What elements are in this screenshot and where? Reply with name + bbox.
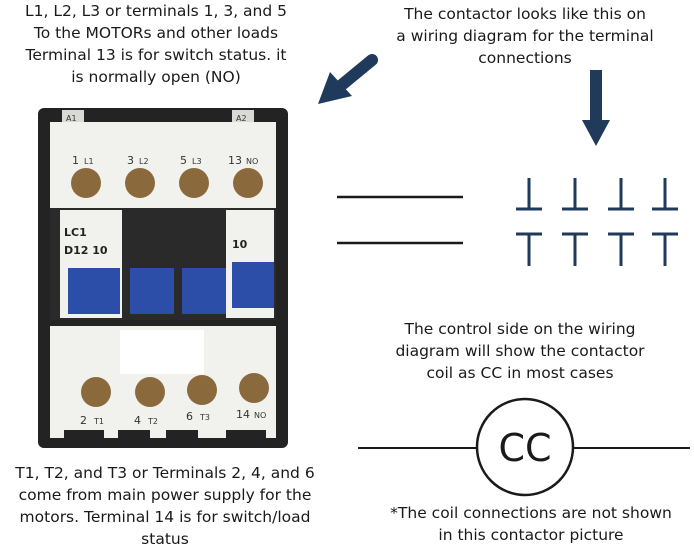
model-label: D12 10 (64, 244, 108, 257)
terminal-sub: NO (246, 157, 258, 166)
annotation-line: motors. Terminal 14 is for switch/load (19, 508, 311, 526)
screw-icon (71, 168, 101, 198)
terminal-number: 14 (236, 408, 250, 421)
terminal-sub: NO (254, 411, 266, 420)
annotation-line: diagram will show the contactor (395, 342, 645, 360)
annotation-line: *The coil connections are not shown (390, 504, 672, 522)
arrow-down-icon (582, 70, 610, 146)
terminal-number: 2 (80, 414, 87, 427)
annotation-line: coil as CC in most cases (426, 364, 614, 382)
contact-symbol (652, 178, 678, 266)
terminal-number: 5 (180, 154, 187, 167)
contact-symbol (562, 178, 588, 266)
screw-icon (239, 373, 269, 403)
terminal-sub: T3 (199, 413, 210, 422)
screw-icon (233, 168, 263, 198)
model-label: LC1 (64, 226, 87, 239)
control-side-annotation: The control side on the wiring diagram w… (370, 318, 670, 384)
screw-icon (81, 377, 111, 407)
annotation-line: come from main power supply for the (18, 486, 312, 504)
bottom-left-annotation: T1, T2, and T3 or Terminals 2, 4, and 6 … (0, 462, 330, 550)
annotation-line: L1, L2, L3 or terminals 1, 3, and 5 (24, 2, 288, 20)
terminal-sub: L1 (84, 157, 94, 166)
annotation-line: connections (478, 49, 572, 67)
terminal-number: 3 (127, 154, 134, 167)
top-right-annotation: The contactor looks like this on a wirin… (395, 3, 655, 69)
screw-icon (135, 377, 165, 407)
terminal-sub: L2 (139, 157, 149, 166)
terminal-number: 1 (72, 154, 79, 167)
contactor-image (38, 108, 288, 448)
annotation-line: T1, T2, and T3 or Terminals 2, 4, and 6 (15, 464, 315, 482)
top-left-annotation: L1, L2, L3 or terminals 1, 3, and 5 To t… (6, 0, 306, 88)
annotation-line: The control side on the wiring (404, 320, 636, 338)
screw-icon (187, 375, 217, 405)
contact-symbols (516, 178, 678, 266)
aux-label: 10 (232, 238, 248, 251)
coil-symbol (358, 397, 690, 497)
annotation-line: The contactor looks like this on (404, 5, 646, 23)
terminal-sub: T1 (93, 417, 104, 426)
terminal-number: 4 (134, 414, 141, 427)
arrow-down-left-icon (318, 54, 378, 104)
screw-icon (179, 168, 209, 198)
annotation-line: a wiring diagram for the terminal (396, 27, 654, 45)
coil-terminal-label: A2 (236, 114, 247, 123)
contact-symbol (516, 178, 542, 266)
coil-terminal-label: A1 (66, 114, 77, 123)
coil-label: CC (498, 426, 551, 470)
terminal-sub: L3 (192, 157, 202, 166)
contact-symbol (608, 178, 634, 266)
annotation-line: in this contactor picture (438, 526, 624, 544)
annotation-line: status (141, 530, 189, 548)
terminal-number: 13 (228, 154, 242, 167)
terminal-number: 6 (186, 410, 193, 423)
annotation-line: Terminal 13 is for switch status. it (25, 46, 287, 64)
coil-note-annotation: *The coil connections are not shown in t… (368, 502, 694, 546)
annotation-line: is normally open (NO) (71, 68, 241, 86)
annotation-line: To the MOTORs and other loads (33, 24, 279, 42)
screw-icon (125, 168, 155, 198)
terminal-sub: T2 (147, 417, 158, 426)
